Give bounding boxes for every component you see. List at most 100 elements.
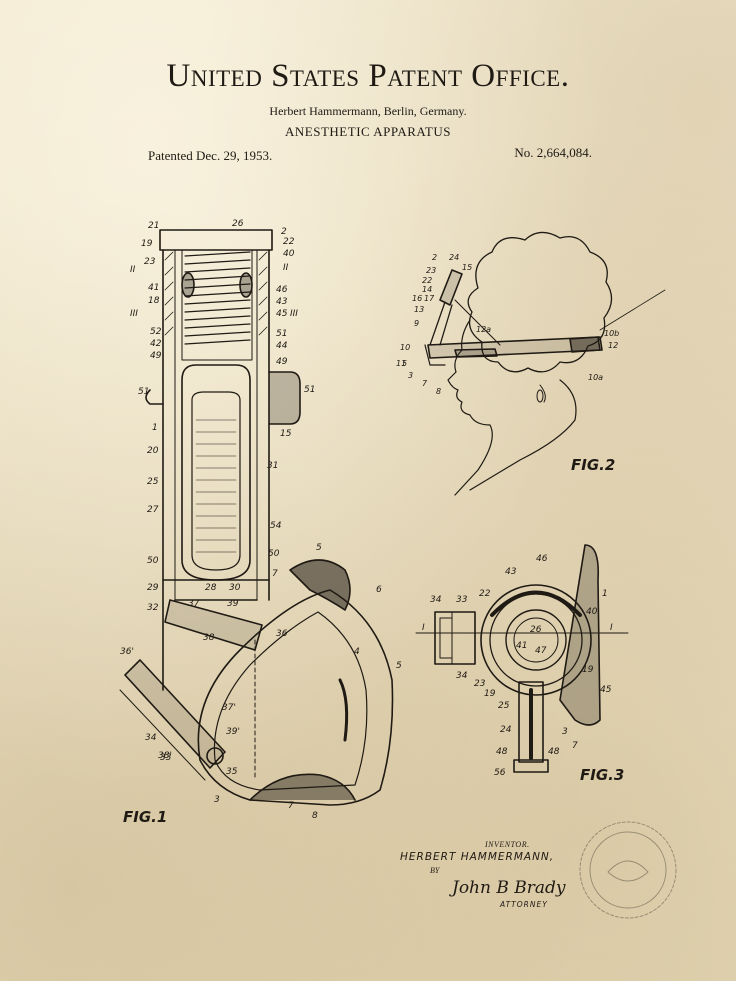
reference-numeral: 50 (147, 556, 159, 566)
inventor-label: INVENTOR. (485, 840, 530, 849)
reference-numeral: 39 (227, 599, 239, 609)
num: 21 (148, 221, 159, 231)
reference-numeral: 31 (267, 461, 278, 471)
reference-numeral: 33 (456, 595, 468, 605)
figure-3-label: FIG.3 (580, 766, 625, 784)
reference-numeral: 33 (160, 753, 172, 763)
reference-numeral: 2 (432, 253, 437, 262)
reference-numeral: 46 (536, 554, 548, 564)
reference-numeral: 49 (276, 357, 288, 367)
reference-numeral: 36 (276, 629, 288, 639)
reference-numeral: 48 (496, 747, 508, 757)
reference-numeral: 17 (424, 294, 435, 303)
inventor-name: HERBERT HAMMERMANN, (400, 851, 555, 863)
reference-numeral: 12 (608, 341, 618, 350)
reference-numeral: 22 (283, 237, 295, 247)
reference-numeral: 10 (400, 343, 410, 352)
reference-numeral: 30 (229, 583, 241, 593)
reference-numeral: 5 (396, 661, 402, 671)
attorney-signature: John B Brady (452, 878, 566, 898)
figure-2-drawing (424, 231, 666, 496)
reference-numeral: 42 (150, 339, 162, 349)
reference-numeral: 38' (158, 751, 172, 761)
reference-numeral: 40 (586, 607, 598, 617)
reference-numeral: 44 (276, 341, 288, 351)
reference-numeral: 26 (232, 219, 244, 229)
reference-numeral: 24 (449, 253, 459, 262)
reference-numeral: 56 (494, 768, 506, 778)
reference-numeral: 19 (484, 689, 496, 699)
reference-numeral: 1 (602, 589, 608, 599)
figure-3-drawing (415, 544, 629, 773)
reference-numeral: 23 (474, 679, 486, 689)
reference-numeral: 24 (500, 725, 512, 735)
reference-numeral: 20 (147, 446, 159, 456)
reference-numeral: 19 (582, 665, 594, 675)
reference-numeral: 25 (498, 701, 510, 711)
reference-numeral: 8 (312, 811, 318, 821)
reference-numeral: 22 (479, 589, 491, 599)
reference-numeral: 7 (422, 379, 428, 388)
reference-numeral: 16 (412, 294, 422, 303)
figure-1-numerals: 21 26 2 19 22 40 23 II II 41 46 18 43 II… (120, 219, 402, 821)
reference-numeral: 25 (147, 477, 159, 487)
patent-number: No. 2,664,084. (514, 145, 592, 160)
reference-numeral: 9 (414, 319, 419, 328)
reference-numeral: 28 (205, 583, 217, 593)
reference-numeral: III (130, 309, 138, 319)
reference-numeral: 34 (145, 733, 157, 743)
attorney-label: ATTORNEY (500, 900, 548, 909)
reference-numeral: 49 (150, 351, 162, 361)
reference-numeral: 36' (120, 647, 134, 657)
patent-subject: ANESTHETIC APPARATUS (285, 124, 451, 139)
reference-numeral: 39' (226, 727, 240, 737)
reference-numeral: 2 (281, 227, 287, 237)
reference-numeral: 12a (476, 325, 491, 334)
reference-numeral: III (290, 309, 298, 319)
reference-numeral: 26 (530, 625, 542, 635)
reference-numeral: 45 (276, 309, 288, 319)
reference-numeral: 41 (148, 283, 159, 293)
reference-numeral: 3 (214, 795, 220, 805)
reference-numeral: 40 (283, 249, 295, 259)
reference-numeral: 7 (572, 741, 578, 751)
reference-numeral: 13 (414, 305, 424, 314)
reference-numeral: 5 (402, 359, 407, 368)
reference-numeral: 43 (276, 297, 288, 307)
inventor-location-line: Herbert Hammermann, Berlin, Germany. (269, 104, 467, 118)
reference-numeral: 7 (288, 801, 294, 811)
reference-numeral: 35 (226, 767, 238, 777)
figure-2-label: FIG.2 (571, 456, 616, 474)
reference-numeral: I (422, 623, 425, 633)
reference-numeral: 32 (147, 603, 159, 613)
reference-numeral: 29 (147, 583, 159, 593)
reference-numeral: 34 (430, 595, 442, 605)
reference-numeral: 37 (188, 599, 200, 609)
reference-numeral: 51 (138, 387, 149, 397)
reference-numeral: II (283, 263, 289, 273)
reference-numeral: 5 (316, 543, 322, 553)
reference-numeral: 22 (422, 276, 432, 285)
reference-numeral: 15 (462, 263, 472, 272)
reference-numeral: 46 (276, 285, 288, 295)
reference-numeral: 6 (376, 585, 382, 595)
patented-date: Patented Dec. 29, 1953. (148, 148, 273, 163)
reference-numeral: 37' (222, 703, 236, 713)
reference-numeral: 8 (436, 387, 441, 396)
reference-numeral: 43 (505, 567, 517, 577)
figure-1-drawing (119, 229, 394, 806)
reference-numeral: 15 (280, 429, 292, 439)
gold-seal (579, 821, 677, 919)
reference-numeral: 3 (408, 371, 413, 380)
reference-numeral: 3 (562, 727, 568, 737)
reference-numeral: 7 (272, 569, 278, 579)
reference-numeral: 18 (148, 296, 160, 306)
reference-numeral: 41 (516, 641, 527, 651)
reference-numeral: 23 (144, 257, 156, 267)
reference-numeral: 10b (604, 329, 619, 338)
reference-numeral: 10a (588, 373, 603, 382)
reference-numeral: 14 (422, 285, 432, 294)
reference-numeral: 4 (354, 647, 360, 657)
